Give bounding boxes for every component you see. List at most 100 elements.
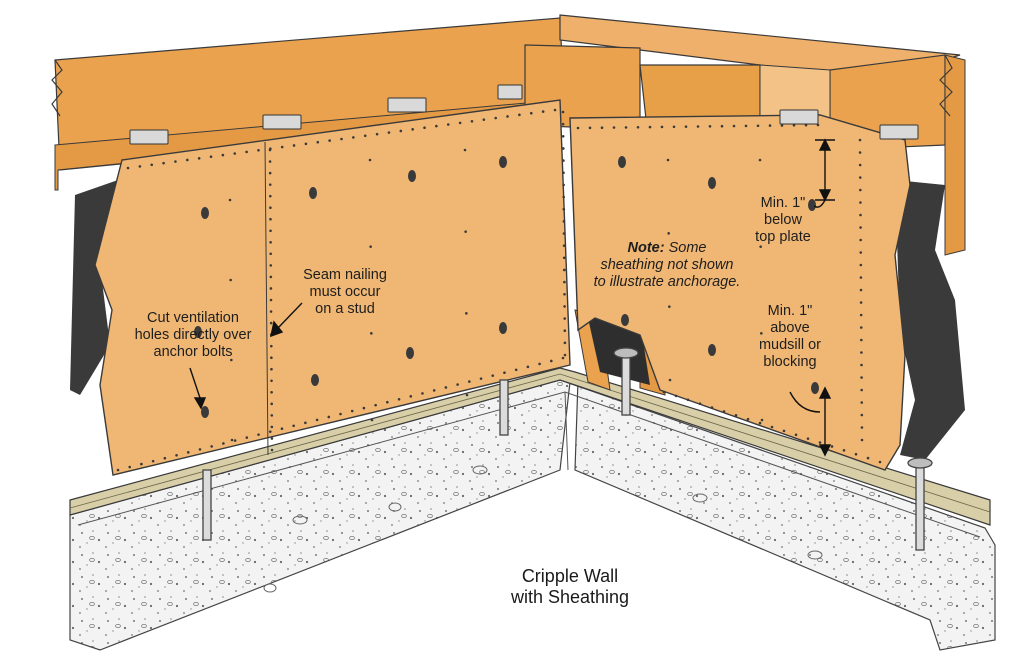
nail-dot bbox=[270, 367, 273, 371]
nail-dot bbox=[561, 135, 565, 138]
nail-dot bbox=[269, 252, 272, 256]
nail-dot bbox=[859, 276, 863, 279]
nail-dot bbox=[562, 195, 565, 199]
nail-dot bbox=[770, 425, 774, 429]
nail-dot bbox=[328, 139, 331, 142]
label-min-top-line1: Min. 1" bbox=[760, 195, 806, 211]
nail-dot bbox=[878, 460, 882, 464]
nail-dot bbox=[465, 312, 468, 315]
nail-dot bbox=[269, 287, 273, 290]
label-seam-line1: Seam nailing bbox=[303, 267, 387, 283]
nail-dot bbox=[660, 125, 664, 129]
nail-dot bbox=[756, 124, 760, 128]
nail-dot bbox=[228, 198, 232, 202]
nail-dot bbox=[432, 389, 436, 392]
nail-dot bbox=[759, 245, 762, 248]
nail-dot bbox=[468, 380, 471, 383]
nail-dot bbox=[667, 232, 670, 235]
label-ventilation-line3: anchor bolts bbox=[153, 344, 233, 360]
nail-dot bbox=[268, 430, 272, 433]
nail-dot bbox=[860, 401, 864, 404]
label-ventilation-line2: holes directly over bbox=[134, 327, 252, 343]
nail-dot bbox=[222, 442, 225, 445]
nail-dot bbox=[760, 332, 763, 335]
nail-dot bbox=[860, 438, 864, 442]
nail-dot bbox=[806, 437, 810, 440]
nail-dot bbox=[732, 124, 736, 128]
note-heading: Note: bbox=[627, 240, 665, 256]
nail-dot bbox=[369, 245, 372, 248]
nail-dot bbox=[818, 441, 822, 444]
nail-dot bbox=[859, 263, 863, 267]
nail-dot bbox=[859, 288, 863, 292]
nail-dot bbox=[230, 358, 233, 362]
nail-dot bbox=[270, 425, 274, 429]
nail-dot bbox=[859, 238, 862, 242]
nail-dot bbox=[269, 241, 272, 244]
label-seam-line3: on a stud bbox=[315, 301, 375, 317]
nail-dot bbox=[269, 264, 273, 267]
nail-dot bbox=[150, 163, 154, 167]
nail-dot bbox=[553, 108, 557, 112]
nail-dot bbox=[138, 165, 142, 168]
nail-dot bbox=[292, 144, 296, 147]
nail-dot bbox=[859, 226, 862, 229]
nail-dot bbox=[860, 351, 863, 354]
nail-dot bbox=[269, 275, 273, 279]
nail-dot bbox=[563, 317, 566, 320]
nail-dot bbox=[562, 244, 566, 247]
nail-dot bbox=[666, 158, 670, 162]
diagram-caption: Cripple Wall with Sheathing bbox=[480, 566, 660, 608]
note-first: Some bbox=[664, 240, 707, 256]
nail-dot bbox=[375, 132, 379, 136]
nail-dot bbox=[479, 377, 483, 380]
nail-dot bbox=[792, 124, 796, 127]
nail-dot bbox=[858, 176, 862, 179]
nail-dot bbox=[151, 459, 155, 463]
nail-dot bbox=[446, 123, 450, 126]
nail-dot bbox=[162, 161, 165, 165]
nail-dot bbox=[746, 417, 750, 421]
nail-dot bbox=[186, 158, 189, 162]
nail-dot bbox=[230, 438, 234, 442]
nail-dot bbox=[198, 448, 202, 451]
nail-dot bbox=[860, 413, 864, 417]
nail-dot bbox=[270, 344, 273, 348]
nail-dot bbox=[794, 433, 798, 437]
nail-dot bbox=[859, 188, 862, 192]
nail-dot bbox=[734, 414, 738, 417]
nail-dot bbox=[538, 362, 541, 366]
label-note-line2: sheathing not shown bbox=[600, 257, 734, 273]
nail-dot bbox=[245, 436, 249, 439]
nail-dot bbox=[435, 124, 438, 128]
nail-dot bbox=[270, 448, 274, 452]
nail-dot bbox=[529, 111, 533, 115]
nail-dot bbox=[506, 115, 509, 118]
nail-dot bbox=[126, 166, 130, 170]
nail-dot bbox=[758, 158, 762, 162]
nail-dot bbox=[362, 406, 366, 410]
nail-dot bbox=[562, 159, 565, 162]
label-note: Note: Some sheathing not shown to illust… bbox=[577, 240, 757, 291]
label-ventilation-line1: Cut ventilation bbox=[147, 310, 239, 326]
nail-dot bbox=[339, 412, 342, 416]
nail-dot bbox=[562, 171, 565, 175]
nail-dot bbox=[268, 183, 272, 186]
nail-dot bbox=[352, 136, 355, 139]
nail-dot bbox=[562, 183, 565, 187]
nail-dot bbox=[340, 137, 343, 141]
nail-dot bbox=[563, 305, 566, 308]
nail-dot bbox=[561, 356, 565, 360]
nail-dot bbox=[760, 418, 764, 422]
nail-dot bbox=[304, 421, 307, 425]
caption-line1: Cripple Wall bbox=[521, 566, 619, 586]
nail-dot bbox=[374, 403, 377, 407]
nail-dot bbox=[482, 118, 486, 121]
nail-dot bbox=[866, 456, 870, 460]
nail-dot bbox=[491, 374, 495, 377]
label-note-line1: Note: Some bbox=[577, 240, 757, 257]
nail-dot bbox=[576, 126, 580, 130]
nail-dot bbox=[563, 292, 566, 296]
nail-dot bbox=[561, 122, 565, 126]
nail-dot bbox=[269, 217, 272, 221]
